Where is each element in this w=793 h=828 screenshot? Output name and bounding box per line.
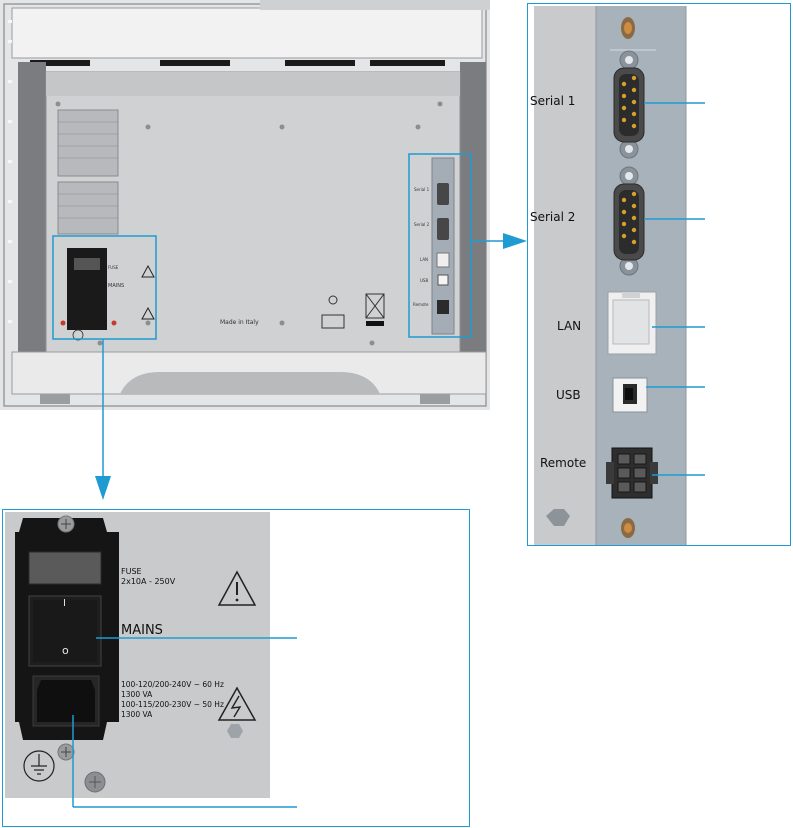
usb-label: USB <box>556 388 581 402</box>
switch-on-label: I <box>63 598 66 609</box>
overview-lan-label: LAN <box>420 257 428 262</box>
lan-label: LAN <box>557 319 581 333</box>
switch-off-label: o <box>62 644 69 657</box>
power-panel-drawing <box>3 510 470 827</box>
power-panel-zoom: I o FUSE 2x10A - 250V MAINS 100-120/200-… <box>2 509 470 827</box>
mains-label: MAINS <box>121 623 163 638</box>
voltage-line-3: 100-115/200-230V ~ 50 Hz <box>121 700 224 709</box>
serial2-label: Serial 2 <box>530 210 575 224</box>
overview-remote-label: Remote <box>413 302 428 307</box>
overview-serial2-label: Serial 2 <box>414 222 429 227</box>
overview-serial1-label: Serial 1 <box>414 187 429 192</box>
overview-fuse-label: FUSE <box>108 265 118 270</box>
overview-made-in-label: Made in Italy <box>220 319 259 326</box>
voltage-line-1: 100-120/200-240V ~ 60 Hz <box>121 680 224 689</box>
serial1-label: Serial 1 <box>530 94 575 108</box>
remote-label: Remote <box>540 456 586 470</box>
fuse-rating: 2x10A - 250V <box>121 577 175 586</box>
fuse-label: FUSE <box>121 567 142 576</box>
voltage-line-2: 1300 VA <box>121 690 152 699</box>
instrument-overview: Made in Italy Serial 1 Serial 2 LAN USB … <box>0 0 490 410</box>
overview-mains-label: MAINS <box>108 283 124 289</box>
instrument-rear-drawing <box>0 0 490 410</box>
voltage-line-4: 1300 VA <box>121 710 152 719</box>
overview-usb-label: USB <box>420 278 428 283</box>
comm-panel-zoom: Serial 1 Serial 2 LAN USB Remote <box>527 3 791 546</box>
